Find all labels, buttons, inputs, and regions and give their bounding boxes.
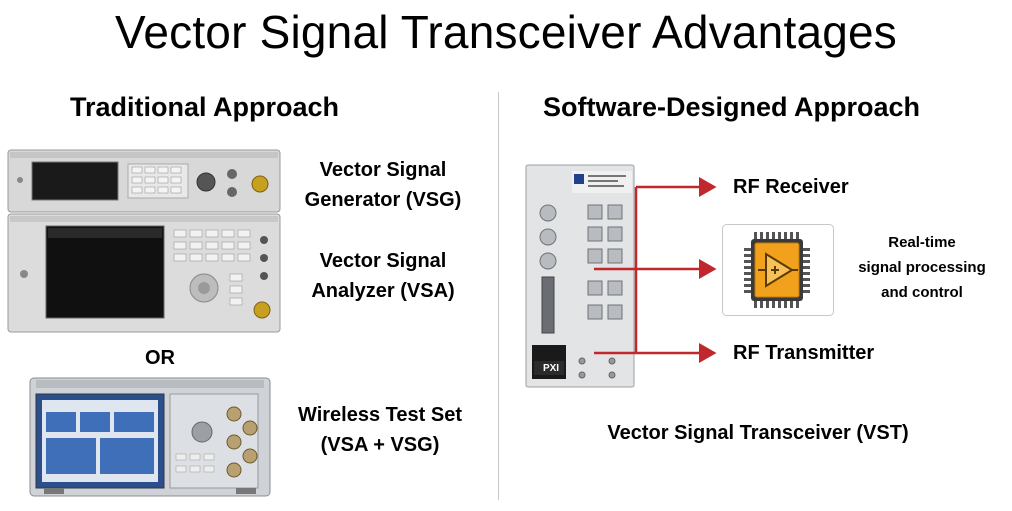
processing-label-line1: Real-time [888,234,956,251]
software-heading: Software-Designed Approach [543,92,921,122]
vst-module-image [525,164,635,388]
traditional-heading: Traditional Approach [70,92,340,122]
vsa-label-line1: Vector Signal [319,250,447,272]
vsg-instrument-image [7,149,281,213]
vsa-label-line2: Analyzer (VSA) [311,280,455,302]
signal-arrows [594,177,717,363]
or-label: OR [145,347,175,369]
processing-label-line3: and control [881,284,963,301]
wireless-test-set-image [29,377,271,497]
rf-receiver-label: RF Receiver [733,176,849,198]
wts-label-line1: Wireless Test Set [298,404,462,426]
pxi-label: PXI [542,363,560,374]
processing-label-line2: signal processing [858,259,986,276]
page-title: Vector Signal Transceiver Advantages [115,6,897,58]
vsg-label-line2: Generator (VSG) [304,189,462,211]
section-divider [498,92,499,500]
vsg-label-line1: Vector Signal [319,159,447,181]
rf-transmitter-label: RF Transmitter [733,342,875,364]
vsa-instrument-image [7,213,281,333]
wts-label-line2: (VSA + VSG) [320,434,440,456]
vst-caption: Vector Signal Transceiver (VST) [607,422,909,444]
processor-chip-icon [722,224,834,316]
